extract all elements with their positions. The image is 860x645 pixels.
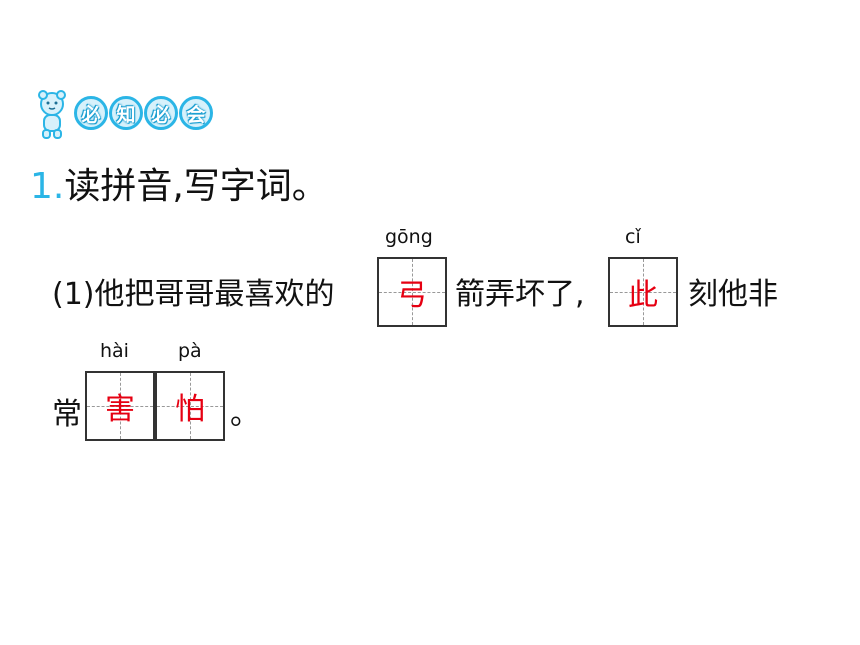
line1-prefix: (1)他把哥哥最喜欢的 [52,277,335,312]
question-number: 1. [30,166,65,207]
line2-suffix: 。 [230,397,260,432]
badge-char: 必 [144,96,178,130]
answer-char: 害 [105,392,135,427]
badge-text: 必 知 必 会 [74,96,214,130]
answer-grid[interactable]: 害 [85,371,155,441]
line1-middle: 箭弄坏了, [455,277,585,312]
badge-char: 必 [74,96,108,130]
pinyin-gong: gōng [385,226,433,248]
answer-grid[interactable]: 此 [608,257,678,327]
question-text: 读拼音,写字词。 [64,166,328,207]
pinyin-ci: cǐ [625,226,641,248]
question-title: 1.读拼音,写字词。 [30,165,328,209]
answer-grid[interactable]: 怕 [155,371,225,441]
answer-char: 怕 [175,392,205,427]
answer-grid[interactable]: 弓 [377,257,447,327]
pinyin-pa: pà [178,340,202,362]
line2-prefix: 常 [52,397,82,432]
answer-char: 弓 [397,278,427,313]
answer-char: 此 [628,278,658,313]
line1-suffix: 刻他非 [688,277,778,312]
pinyin-hai: hài [100,340,129,362]
bear-mascot-icon [38,90,66,139]
section-badge: 必 知 必 会 [32,90,232,140]
badge-char: 知 [109,96,143,130]
badge-char: 会 [179,96,213,130]
